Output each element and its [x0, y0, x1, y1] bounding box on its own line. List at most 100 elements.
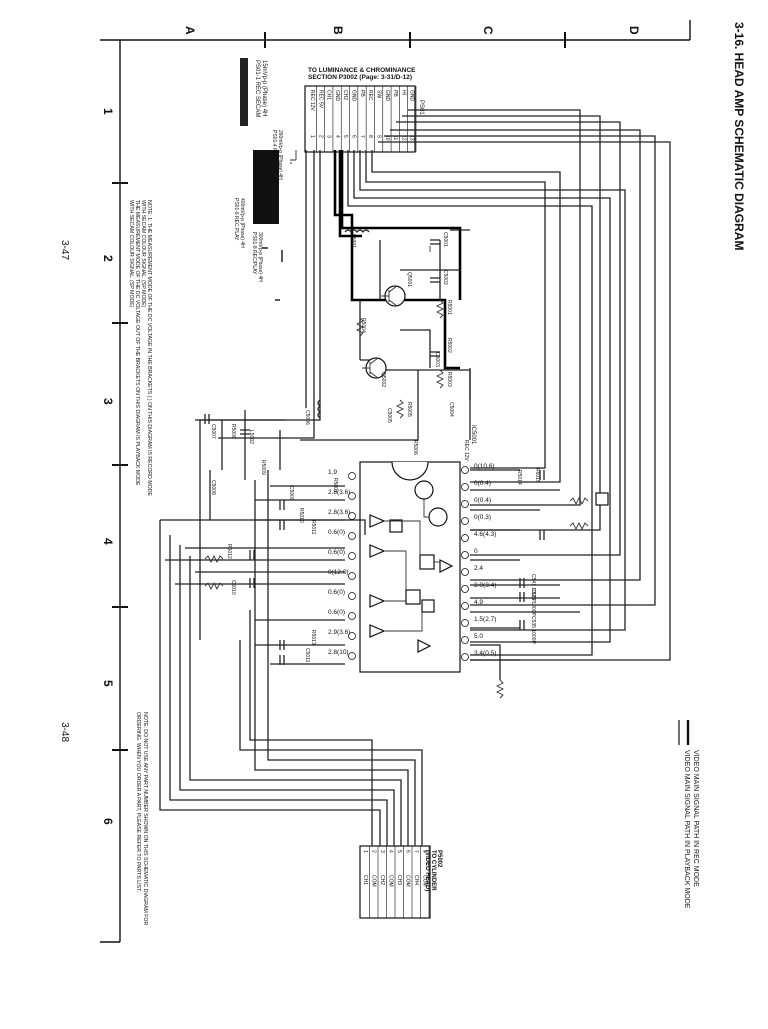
connector-top-pin: 2	[317, 135, 323, 138]
page-number-left: 3-47	[59, 240, 70, 260]
measurement-note-line-3: THE MEASUREMENT MODE OF THE DC VOLTAGE O…	[134, 200, 140, 486]
waveform-note-4: 260mVp-p (Phase) 4H	[277, 130, 283, 180]
component-symbols	[204, 159, 609, 699]
waveform-note-8: 300mVp-p (Phase) 4H	[257, 232, 263, 282]
connector-top-signal: SW	[375, 90, 381, 98]
connector-bottom-signal: CH2	[379, 875, 385, 885]
ic-pin-voltage-right: 2.4	[474, 565, 483, 572]
legend-rec-mode: VIDEO MAIN SIGNAL PATH IN REC MODE	[692, 750, 699, 887]
ic-pin-right	[461, 568, 469, 576]
ic-pin-voltage-left: 0.6(0)	[328, 609, 345, 616]
ic-pin-voltage-left: 0.6(0)	[328, 529, 345, 536]
ic-pin-right	[461, 517, 469, 525]
connector-bottom-signal: CH3	[396, 875, 402, 885]
waveform-note-2: 15mVp-p (Phase) 4H	[261, 60, 267, 116]
component-label: C5001	[442, 232, 448, 247]
waveform-note-1: PS01-1 REC SECAM	[254, 60, 260, 117]
waveform-note-7: PS01-8 REC/PLAY	[251, 232, 257, 275]
connector-bottom-label-line1: P5002	[436, 850, 442, 868]
connector-top-signal: REC 5V	[317, 90, 323, 109]
component-label: C5003	[434, 352, 440, 367]
ic-type: REC 12V	[463, 440, 469, 462]
grid-col-b: B	[331, 26, 345, 35]
ic-pin-right	[461, 551, 469, 559]
page-title: 3-16. HEAD AMP SCHEMATIC DIAGRAM	[732, 22, 746, 250]
connector-bottom-pin: 3	[379, 850, 385, 853]
grid-col-d: D	[627, 26, 641, 35]
component-label: R5009	[260, 460, 266, 475]
page-number-right: 3-48	[59, 722, 70, 742]
component-label: R5004	[360, 318, 366, 333]
connector-bottom-signal: COM	[371, 875, 377, 887]
ic-pin-left	[348, 472, 356, 480]
component-label: C5008	[210, 480, 216, 495]
connector-top-signal: PB	[359, 90, 365, 97]
connector-top-pin: 4	[334, 135, 340, 138]
grid-row-1: 1	[101, 108, 115, 115]
connector-top-signal: CH1	[326, 90, 332, 100]
ic-pin-voltage-left: 2.8(3.6)	[328, 509, 350, 516]
component-label: R5008	[230, 424, 236, 439]
component-label: R5014	[516, 470, 522, 485]
component-label: R5012	[226, 544, 232, 559]
grid-column-labels: A B C D	[183, 26, 641, 35]
ic-pin-voltage-left: 0.6(0)	[328, 589, 345, 596]
connector-top-pin: 9	[375, 135, 381, 138]
signal-wiring: IC5001 REC 12V	[159, 109, 671, 846]
ic-pin-voltage-right: 0	[474, 548, 478, 555]
component-label: R5001	[446, 300, 452, 315]
component-label: C5009	[288, 486, 294, 501]
ic-pin-voltage-right: 2.0(3.4)	[474, 582, 496, 589]
component-label: R5007	[332, 478, 338, 493]
signal-path-legend: VIDEO MAIN SIGNAL PATH IN REC MODE VIDEO…	[678, 720, 699, 909]
connector-top-label-line1: TO LUMINANCE & CHROMINANCE	[308, 67, 416, 74]
connector-bottom-pin: 6	[405, 850, 411, 853]
grid-row-4: 4	[101, 538, 115, 545]
component-label: Q5001	[406, 272, 412, 287]
ic-pin-right	[461, 500, 469, 508]
connector-top-label-line2: SECTION P3002 (Page: 3-31/D-12)	[308, 74, 412, 81]
component-label: R5013	[310, 630, 316, 645]
ic-pin-voltage-right: 4.9	[474, 599, 483, 606]
connector-top-pin: 10	[384, 135, 390, 141]
connector-bottom-pin: 8	[422, 850, 428, 853]
connector-top-signal: GND	[334, 90, 340, 102]
component-label: C5005	[386, 408, 392, 423]
waveform-note-3: PS01-4 PLAY SECAM	[271, 130, 277, 180]
connector-bottom-pin: 4	[388, 850, 394, 853]
ic-pin-right	[461, 636, 469, 644]
measurement-note: NOTE: 1. THE MEASUREMENT MODE OF THE DC …	[128, 200, 152, 496]
component-label: C5010	[230, 580, 236, 595]
connector-top-signal: GND	[351, 90, 357, 102]
connector-top-signal: GND	[384, 90, 390, 102]
ic-pin-voltage-right: 0(0.3)	[474, 514, 491, 521]
ic-pin-voltage-left: 2.8(10)	[328, 649, 349, 656]
connector-top-signal: GND	[409, 90, 415, 102]
ic-pin-left	[348, 612, 356, 620]
component-label: L5002	[248, 430, 254, 444]
waveform-redaction-1	[240, 58, 248, 126]
component-label: C5004	[448, 402, 454, 417]
connector-top-pin: 8	[367, 135, 373, 138]
ic-pin-voltage-right: 3.4(0.5)	[474, 650, 496, 657]
measurement-note-line-2: WITH SECAM COLOUR SIGNAL. (SP MODE)	[140, 200, 146, 308]
parts-note-line-1: NOTE: DO NOT USE ANY PART NUMBER SHOWN O…	[142, 712, 148, 925]
connector-bottom-label-line2: TO CYLINDER	[430, 850, 436, 891]
connector-top-signal: CH2	[342, 90, 348, 100]
connector-bottom-pin: 7	[413, 850, 419, 853]
connector-bottom-signal: CH4	[413, 875, 419, 885]
connector-bottom-pin: 5	[396, 850, 402, 853]
component-label: R5003	[446, 372, 452, 387]
ic-pin-left	[348, 532, 356, 540]
ic-pin-voltage-left: 0.6(0)	[328, 549, 345, 556]
ic-pin-right	[461, 619, 469, 627]
waveform-note-5: PS01-6 REC PLAY	[233, 198, 239, 241]
connector-top-pin: 5	[342, 135, 348, 138]
ic-pin-voltages-right: 0(10.6)0(0.4)0(0.4)0(0.3)4.6(4.3)02.42.0…	[461, 463, 496, 661]
connector-top-pin: 12	[400, 135, 406, 141]
connector-top-pin: 3	[326, 135, 332, 138]
connector-bottom-label-line3: (VIDEO HEAD)	[424, 850, 430, 891]
